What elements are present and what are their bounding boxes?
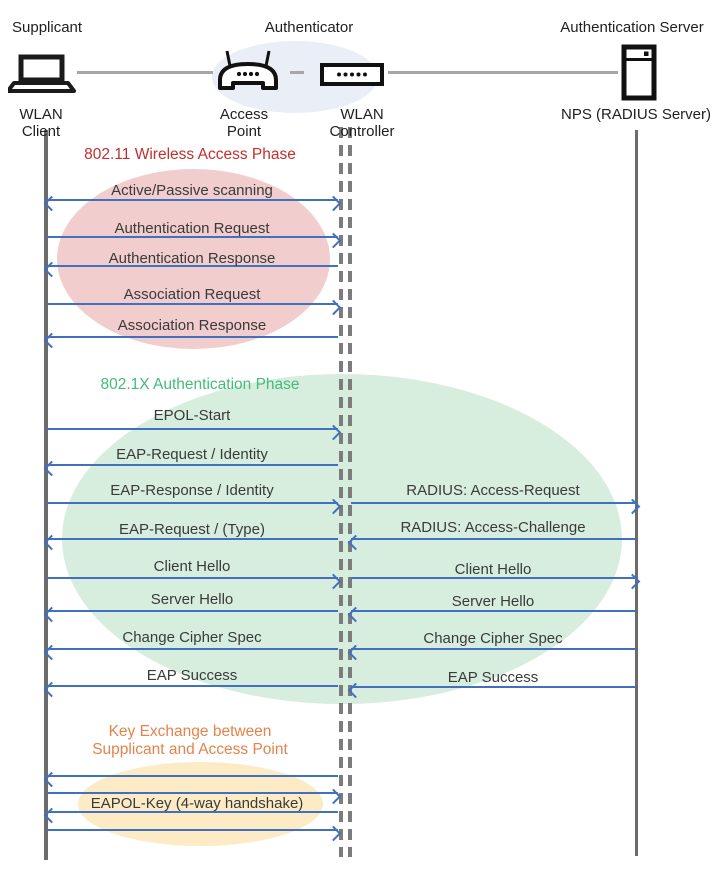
arrow-eapol-key-3-left — [43, 807, 338, 823]
arrow-authentication-response-left — [43, 261, 338, 277]
connector-line-client-ap — [77, 71, 213, 74]
phase-title-8021x-authentication: 802.1X Authentication Phase — [100, 376, 300, 393]
device-label-wlan-client: WLAN Client — [19, 106, 63, 140]
arrow-eap-success-left-segment-left — [43, 681, 338, 697]
role-label-authenticator: Authenticator — [264, 19, 354, 36]
message-label-eap-request-type: EAP-Request / (Type) — [119, 521, 265, 538]
access-point-icon — [216, 49, 280, 90]
arrow-server-hello-left-segment-left — [43, 606, 338, 622]
phase-title-key-exchange-line1: Key Exchange between — [108, 723, 272, 740]
lifeline-wlan-controller-left — [339, 127, 343, 857]
message-label-eap-success-left: EAP Success — [146, 667, 238, 684]
phase-title-80211-wireless-access: 802.11 Wireless Access Phase — [84, 146, 296, 163]
message-label-eap-success-right: EAP Success — [447, 669, 539, 686]
arrow-eap-success-right-segment-left — [347, 682, 637, 698]
arrow-scanning-bidirectional — [43, 195, 342, 211]
laptop-icon — [6, 54, 76, 94]
message-label-radius-access-challenge: RADIUS: Access-Challenge — [400, 519, 586, 536]
message-label-client-hello-left: Client Hello — [153, 558, 231, 575]
arrow-eapol-key-4-right — [47, 825, 342, 841]
arrow-eapol-key-1-left — [43, 771, 338, 787]
arrow-change-cipher-spec-right-segment-left — [347, 644, 637, 660]
message-label-authentication-request: Authentication Request — [114, 220, 270, 237]
arrow-radius-access-challenge-left — [347, 534, 637, 550]
arrow-eap-request-type-left — [43, 534, 338, 550]
arrow-eap-request-identity-left — [43, 460, 338, 476]
lifeline-nps-server — [635, 130, 638, 856]
message-label-server-hello-left: Server Hello — [150, 591, 234, 608]
message-label-association-request: Association Request — [123, 286, 261, 303]
message-label-radius-access-request: RADIUS: Access-Request — [406, 482, 580, 499]
message-label-epol-start: EPOL-Start — [153, 407, 231, 424]
arrow-client-hello-right-segment-right — [351, 573, 641, 589]
arrow-eapol-key-2-right — [47, 788, 342, 804]
device-label-nps: NPS (RADIUS Server) — [560, 106, 712, 123]
message-label-authentication-response: Authentication Response — [108, 250, 276, 267]
message-label-change-cipher-spec-right: Change Cipher Spec — [423, 630, 563, 647]
connector-dash-ap-controller — [290, 71, 304, 74]
role-label-supplicant: Supplicant — [12, 19, 83, 36]
device-label-access-point: Access Point — [219, 106, 269, 140]
message-label-scanning: Active/Passive scanning — [111, 182, 273, 199]
arrow-epol-start-right — [47, 424, 342, 440]
arrow-eap-response-identity-right — [47, 498, 342, 514]
message-label-client-hello-right: Client Hello — [454, 561, 532, 578]
arrow-radius-access-request-right — [351, 498, 641, 514]
arrow-association-response-left — [43, 332, 338, 348]
server-icon — [621, 44, 657, 101]
message-label-server-hello-right: Server Hello — [451, 593, 535, 610]
arrow-server-hello-right-segment-left — [347, 606, 637, 622]
arrow-change-cipher-spec-left-segment-left — [43, 644, 338, 660]
message-label-eap-response-identity: EAP-Response / Identity — [110, 482, 274, 499]
wlan-controller-icon — [320, 63, 384, 86]
role-label-authentication-server: Authentication Server — [560, 19, 704, 36]
arrow-association-request-right — [47, 299, 342, 315]
message-label-change-cipher-spec-left: Change Cipher Spec — [122, 629, 262, 646]
arrow-authentication-request-right — [47, 232, 342, 248]
arrow-client-hello-left-segment-right — [47, 573, 342, 589]
lifeline-wlan-client — [44, 130, 48, 860]
device-label-wlan-controller: WLAN Controller — [329, 106, 395, 140]
message-label-eapol-key: EAPOL-Key (4-way handshake) — [90, 795, 304, 812]
connector-line-controller-server — [388, 71, 618, 74]
phase-title-key-exchange-line2: Supplicant and Access Point — [92, 741, 288, 758]
lifeline-wlan-controller-right — [348, 127, 352, 857]
message-label-eap-request-identity: EAP-Request / Identity — [116, 446, 268, 463]
message-label-association-response: Association Response — [117, 317, 267, 334]
